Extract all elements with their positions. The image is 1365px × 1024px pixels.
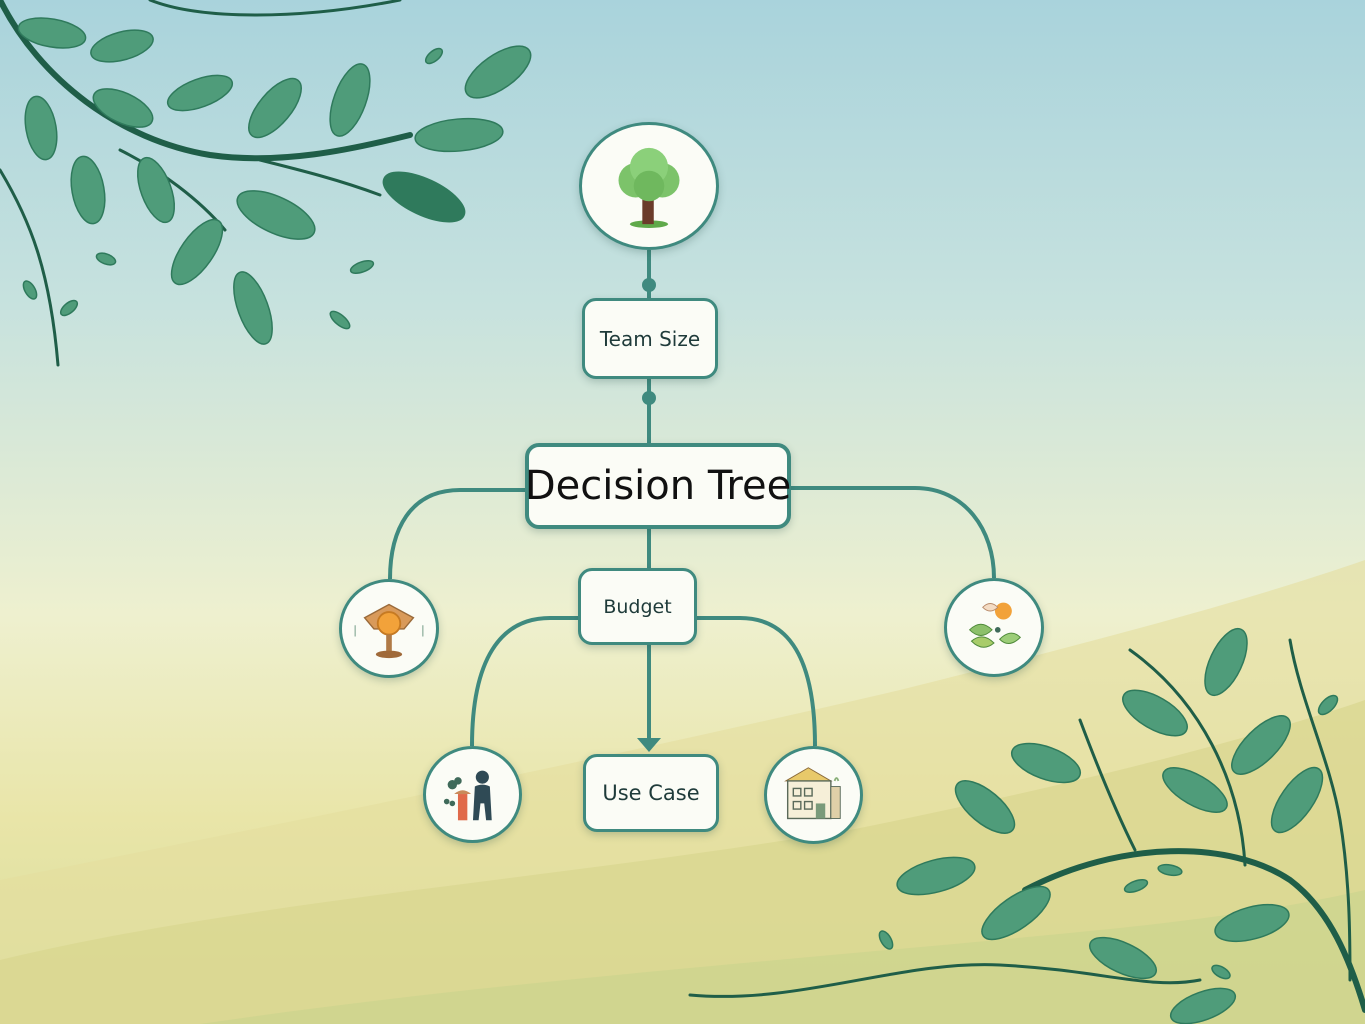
- budget-node: Budget: [578, 568, 697, 645]
- fruit-leaves-icon: [968, 602, 1021, 648]
- decision-tree-label: Decision Tree: [524, 463, 792, 509]
- top-left-leaves: [17, 17, 532, 345]
- connector-markers: [637, 278, 661, 752]
- budget-label: Budget: [603, 595, 672, 618]
- people-plant-icon: [443, 770, 492, 821]
- connector-budget-lower-left: [470, 616, 578, 747]
- lamp-icon-node: [339, 579, 439, 678]
- fruit-leaves-icon-node: [944, 578, 1044, 677]
- building-icon: [784, 767, 841, 820]
- team-size-node: Team Size: [582, 298, 718, 379]
- use-case-node: Use Case: [583, 754, 719, 832]
- tree-icon-node: [579, 122, 719, 250]
- lamp-icon: [354, 603, 424, 659]
- tree-icon: [618, 147, 680, 228]
- bottom-right-branch: [688, 638, 1365, 1013]
- connector-dot: [642, 278, 656, 292]
- connector-decision-right: [791, 486, 996, 579]
- connector-arrowhead: [637, 738, 661, 752]
- hill-front: [200, 890, 1365, 1024]
- connector-decision-left: [388, 488, 525, 580]
- top-left-branch: [0, 0, 413, 367]
- people-plant-icon-node: [423, 746, 522, 843]
- use-case-label: Use Case: [602, 781, 700, 805]
- bottom-right-leaves: [878, 627, 1339, 1024]
- team-size-label: Team Size: [599, 326, 701, 351]
- decision-tree-node: Decision Tree: [525, 443, 791, 529]
- connectors: [388, 250, 996, 747]
- connector-budget-lower-right: [697, 616, 817, 747]
- connector-dot: [642, 391, 656, 405]
- building-icon-node: [764, 746, 863, 844]
